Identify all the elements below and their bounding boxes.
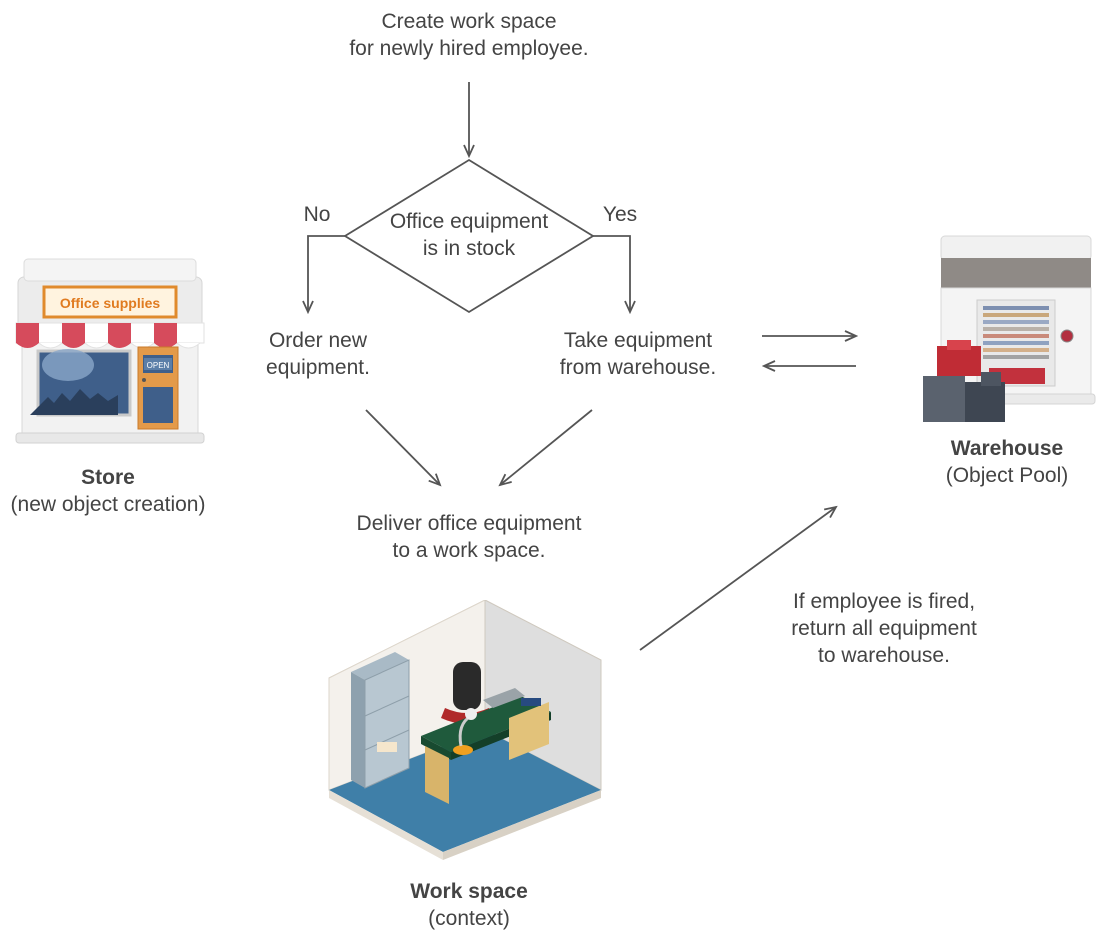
- workspace-caption: Work space (context): [369, 878, 569, 932]
- workspace-illustration: [328, 600, 602, 860]
- workspace-floor: [329, 730, 601, 852]
- decision-label: Office equipment is in stock: [389, 210, 549, 260]
- branch-yes-label: Yes: [602, 203, 638, 226]
- arrow-no-branch: [308, 235, 345, 312]
- office-desk: [421, 688, 551, 804]
- fired-return-label: If employee is fired, return all equipme…: [791, 590, 977, 667]
- store-subtitle: (new object creation): [10, 493, 206, 516]
- store-title: Store: [81, 466, 135, 489]
- arrow-workspace-to-warehouse: [639, 507, 836, 651]
- store-door-sign: OPEN: [147, 361, 170, 370]
- store-illustration: Office supplies OPEN: [15, 258, 205, 444]
- order-new-equipment-label: Order new equipment.: [266, 329, 370, 379]
- arrow-take-to-deliver: [500, 409, 593, 485]
- warehouse-boxes: [923, 340, 1005, 422]
- workspace-subtitle: (context): [428, 907, 510, 930]
- warehouse-illustration: [923, 235, 1096, 422]
- warehouse-caption: Warehouse (Object Pool): [917, 435, 1097, 489]
- deliver-equipment-label: Deliver office equipment to a work space…: [356, 512, 582, 562]
- decision-diamond: [343, 158, 595, 314]
- warehouse-subtitle: (Object Pool): [945, 464, 1069, 487]
- store-awning: [15, 322, 205, 349]
- branch-no-label: No: [303, 203, 331, 226]
- warehouse-title: Warehouse: [950, 437, 1064, 460]
- arrow-order-to-deliver: [365, 409, 440, 485]
- store-caption: Store (new object creation): [0, 464, 216, 518]
- workspace-title: Work space: [410, 880, 528, 903]
- store-sign-text: Office supplies: [60, 295, 161, 311]
- warehouse-shelves: [983, 306, 1049, 359]
- start-label: Create work space for newly hired employ…: [349, 10, 589, 60]
- take-equipment-label: Take equipment from warehouse.: [559, 329, 717, 379]
- filing-cabinet: [351, 652, 410, 789]
- arrow-yes-branch: [593, 235, 630, 312]
